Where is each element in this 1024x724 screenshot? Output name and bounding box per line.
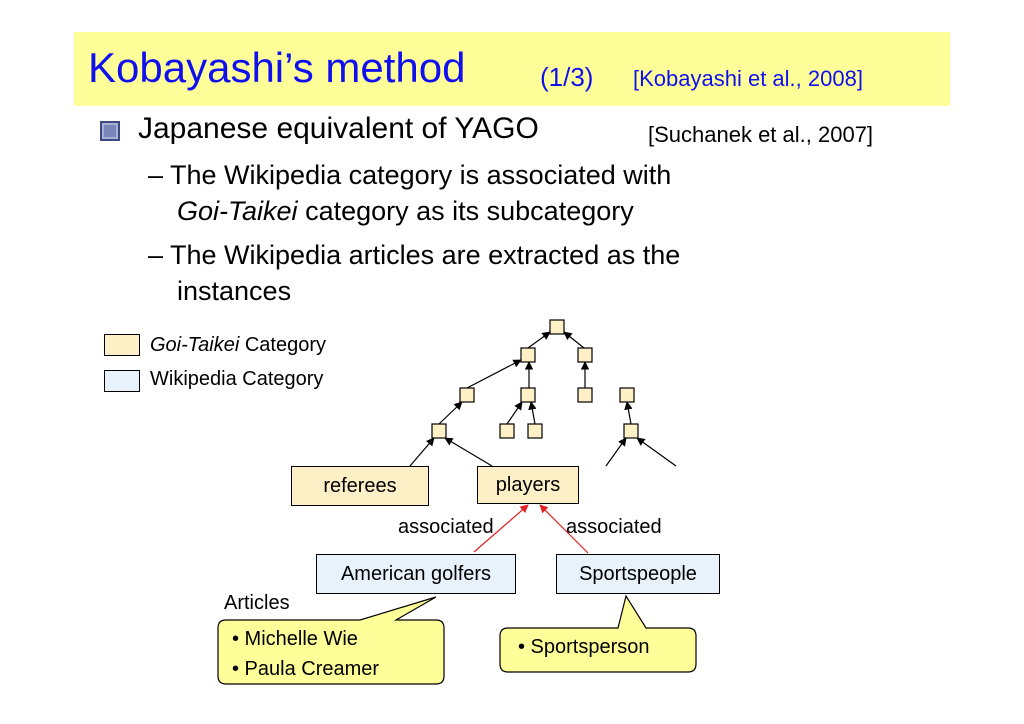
tree-edge (605, 437, 627, 467)
tree-node (520, 347, 536, 363)
article-item: • Sportsperson (518, 636, 650, 658)
tree-node (623, 423, 639, 439)
subpoint-1-line-1: – The Wikipedia category is associated w… (148, 160, 672, 190)
tree-node (577, 347, 593, 363)
tree-node (549, 319, 565, 335)
articles-label: Articles (224, 592, 290, 614)
bullet-citation: [Suchanek et al., 2007] (648, 122, 874, 147)
associated-label-right: associated (566, 516, 662, 538)
tree-edge (527, 331, 551, 349)
subpoint-2-line-1: – The Wikipedia articles are extracted a… (148, 240, 681, 270)
legend-wiki-label: Wikipedia Category (150, 368, 324, 390)
tree-edge (438, 401, 463, 425)
bullet-text: Japanese equivalent of YAGO (138, 112, 539, 145)
subpoint-1-line-2: Goi-Taikei category as its subcategory (177, 196, 634, 227)
legend-goi-term: Goi-Taikei (150, 334, 240, 356)
tree-edge (466, 359, 522, 389)
legend-goi-rest: Category (239, 334, 327, 356)
articles-callout-right (499, 594, 697, 673)
goi-taikei-term: Goi-Taikei (177, 196, 298, 226)
sportspeople-category: Sportspeople (556, 554, 720, 594)
tree-node (619, 387, 635, 403)
associated-arrow-left (473, 504, 529, 553)
tree-node (459, 387, 475, 403)
american-golfers-category: American golfers (316, 554, 516, 594)
tree-edge (528, 401, 537, 425)
tree-node (527, 423, 543, 439)
article-item: • Michelle Wie (232, 628, 358, 650)
square-bullet-icon (100, 121, 120, 141)
associated-label-left: associated (398, 516, 494, 538)
tree-node (499, 423, 515, 439)
tree-edge (624, 401, 633, 425)
legend-wiki-swatch (104, 370, 140, 392)
subpoint-1-rest: category as its subcategory (297, 196, 634, 226)
tree-edge (636, 437, 677, 467)
tree-node (520, 387, 536, 403)
tree-node (577, 387, 593, 403)
tree-edge (506, 401, 523, 425)
tree-edge (409, 437, 435, 467)
slide-title: Kobayashi’s method (88, 44, 466, 91)
tree-edge (563, 331, 585, 349)
slide-title-part: (1/3) (540, 62, 594, 92)
referees-category: referees (291, 466, 429, 506)
associated-arrow-right (539, 504, 589, 554)
subpoint-2-line-2: instances (177, 276, 292, 306)
articles-callout-left (217, 596, 445, 685)
tree-node (431, 423, 447, 439)
legend-goi-swatch (104, 334, 140, 356)
article-item: • Paula Creamer (232, 658, 380, 680)
legend-goi-label: Goi-Taikei Category (150, 334, 326, 357)
players-category: players (477, 466, 579, 504)
title-banner (74, 32, 950, 106)
title-citation: [Kobayashi et al., 2008] (633, 66, 863, 91)
tree-edge (444, 437, 493, 467)
